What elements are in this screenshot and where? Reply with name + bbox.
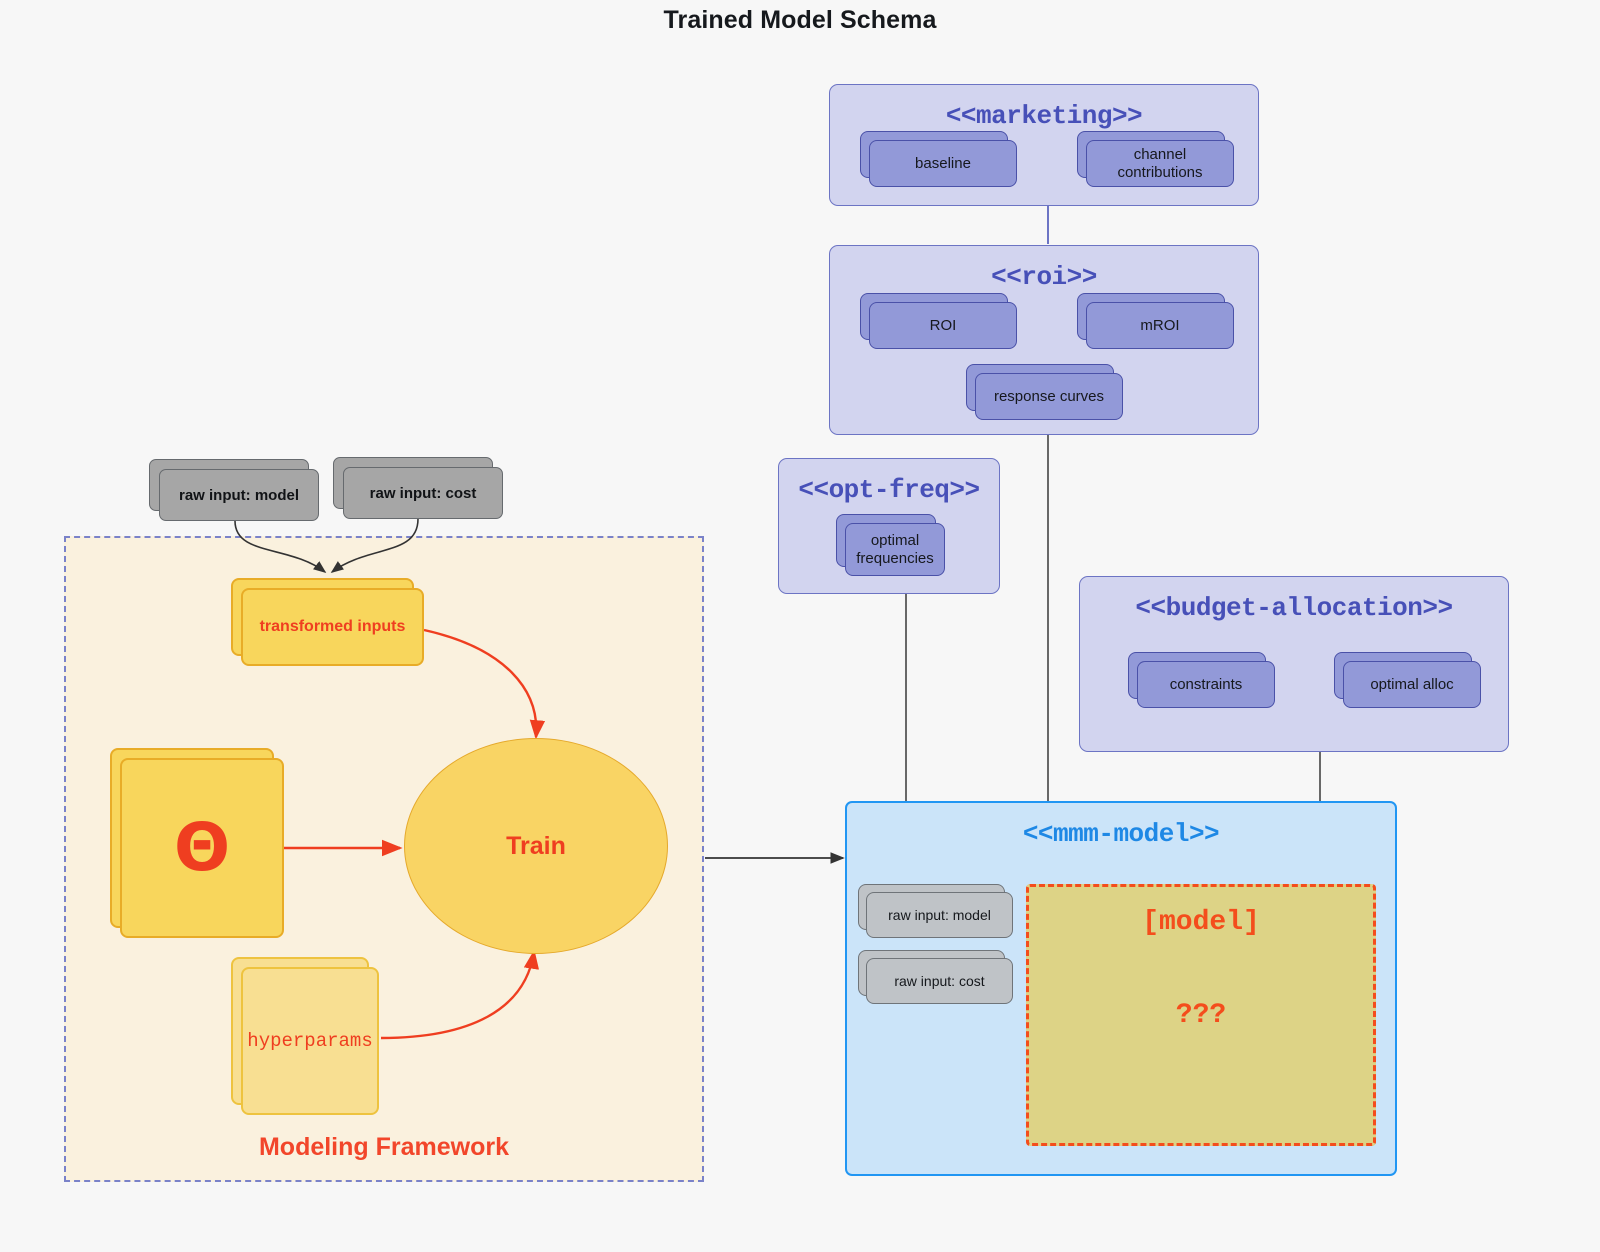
theta-icon: Θ: [173, 809, 231, 886]
component-response-curves[interactable]: response curves: [966, 364, 1123, 420]
component-roi[interactable]: ROI: [860, 293, 1017, 349]
component-constraints[interactable]: constraints: [1128, 652, 1275, 708]
component-optimal-frequencies-label: optimal frequencies: [845, 523, 945, 576]
package-mmm-model-title: <<mmm-model>>: [1022, 819, 1220, 849]
hyperparams-box[interactable]: hyperparams: [231, 957, 379, 1115]
package-opt-freq-title: <<opt-freq>>: [798, 475, 980, 505]
component-mroi-label: mROI: [1086, 302, 1234, 349]
model-region-unknown-label: ???: [1175, 1000, 1227, 1031]
component-channel-contributions-label: channel contributions: [1086, 140, 1234, 187]
package-marketing-title: <<marketing>>: [945, 101, 1143, 131]
modeling-framework-label: Modeling Framework: [258, 1133, 510, 1161]
component-baseline[interactable]: baseline: [860, 131, 1017, 187]
mmm-raw-input-cost-box[interactable]: raw input: cost: [858, 950, 1013, 1004]
component-constraints-label: constraints: [1137, 661, 1275, 708]
component-optimal-alloc-label: optimal alloc: [1343, 661, 1481, 708]
component-response-curves-label: response curves: [975, 373, 1123, 420]
component-optimal-alloc[interactable]: optimal alloc: [1334, 652, 1481, 708]
train-node[interactable]: Train: [404, 738, 668, 954]
raw-input-cost-box[interactable]: raw input: cost: [333, 457, 503, 519]
raw-input-cost-label: raw input: cost: [343, 467, 503, 519]
theta-symbol-container: Θ: [120, 758, 284, 938]
theta-box[interactable]: Θ: [110, 748, 284, 938]
model-region-label: [model]: [1142, 907, 1260, 938]
model-region[interactable]: [model] ???: [1026, 884, 1376, 1146]
component-mroi[interactable]: mROI: [1077, 293, 1234, 349]
mmm-raw-input-cost-label: raw input: cost: [866, 958, 1013, 1004]
transformed-inputs-label: transformed inputs: [241, 588, 424, 666]
transformed-inputs-box[interactable]: transformed inputs: [231, 578, 424, 666]
component-roi-label: ROI: [869, 302, 1017, 349]
component-optimal-frequencies[interactable]: optimal frequencies: [836, 514, 945, 576]
mmm-raw-input-model-box[interactable]: raw input: model: [858, 884, 1013, 938]
component-channel-contributions[interactable]: channel contributions: [1077, 131, 1234, 187]
mmm-raw-input-model-label: raw input: model: [866, 892, 1013, 938]
raw-input-model-label: raw input: model: [159, 469, 319, 521]
train-label: Train: [506, 831, 566, 860]
page-title: Trained Model Schema: [663, 6, 937, 34]
package-roi-title: <<roi>>: [991, 262, 1097, 292]
hyperparams-label: hyperparams: [241, 967, 379, 1115]
raw-input-model-box[interactable]: raw input: model: [149, 459, 319, 521]
component-baseline-label: baseline: [869, 140, 1017, 187]
package-budget-allocation-title: <<budget-allocation>>: [1135, 593, 1453, 623]
